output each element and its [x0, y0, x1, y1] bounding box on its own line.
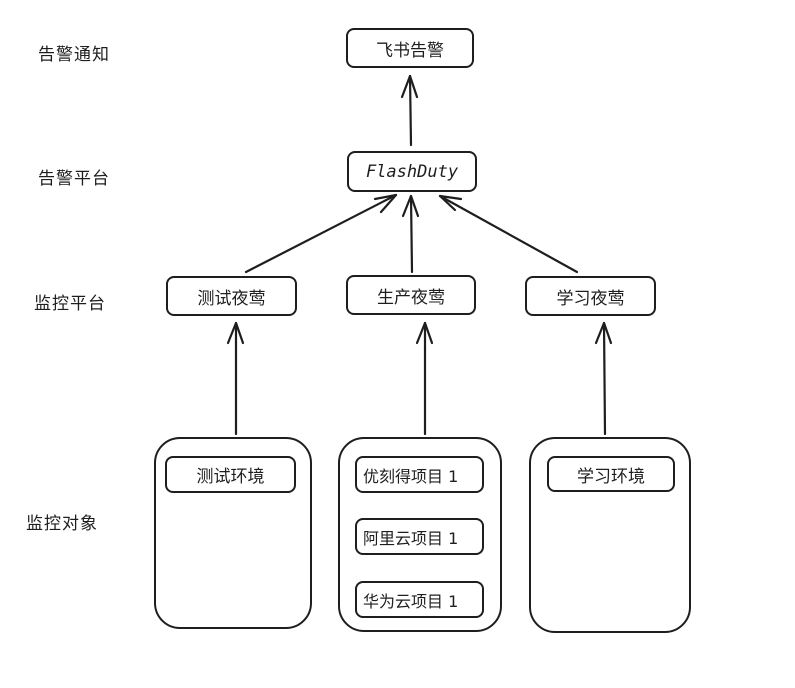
arrow-studyenv-to-study: [602, 321, 607, 436]
node-study-env: 学习环境: [547, 456, 675, 492]
arrow-prod-to-flashduty: [409, 194, 414, 274]
lane-label-monitor-platform: 监控平台: [34, 294, 106, 314]
arrow-test-to-flashduty: [244, 193, 398, 274]
lane-label-monitor-target: 监控对象: [26, 514, 98, 534]
study-env-container: [529, 437, 691, 633]
node-feishu-alert: 飞书告警: [346, 28, 474, 68]
node-study-nightingale: 学习夜莺: [525, 276, 656, 316]
node-test-env: 测试环境: [165, 456, 296, 493]
test-env-container: [154, 437, 312, 629]
arrow-flashduty-to-feishu: [408, 74, 413, 147]
node-prod-nightingale: 生产夜莺: [346, 275, 476, 315]
node-prod-item-huawei: 华为云项目 1: [355, 581, 484, 618]
node-flashduty: FlashDuty: [347, 151, 477, 192]
node-prod-item-aliyun: 阿里云项目 1: [355, 518, 484, 555]
lane-label-notify: 告警通知: [38, 45, 110, 65]
prod-env-container: [338, 437, 502, 632]
node-prod-item-ucloud: 优刻得项目 1: [355, 456, 484, 493]
lane-label-alert-platform: 告警平台: [38, 169, 110, 189]
node-test-nightingale: 测试夜莺: [166, 276, 297, 316]
arrow-study-to-flashduty: [438, 194, 579, 274]
